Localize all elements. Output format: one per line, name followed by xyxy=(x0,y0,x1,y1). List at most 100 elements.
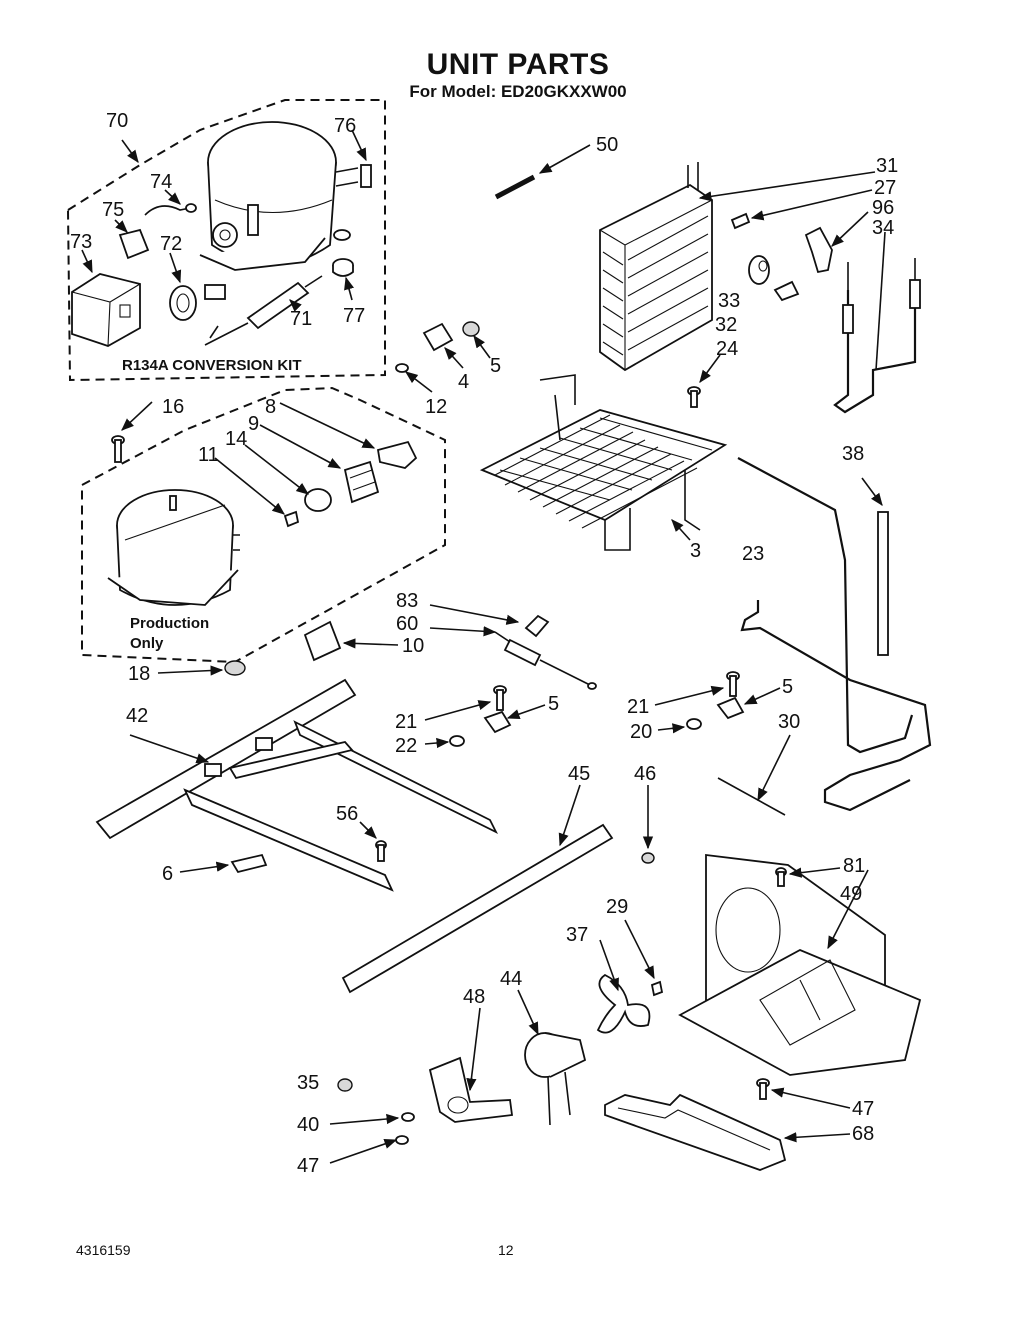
callout-30: 30 xyxy=(778,711,800,733)
page-title: UNIT PARTS xyxy=(426,48,610,81)
part-9-relay xyxy=(343,460,380,504)
callout-4: 4 xyxy=(458,371,469,393)
callout-22: 22 xyxy=(395,735,417,757)
parts-4-5-12 xyxy=(395,321,491,393)
part-76-fitting xyxy=(360,164,372,188)
part-75-relay xyxy=(118,228,150,260)
callout-50: 50 xyxy=(596,134,618,156)
callout-47-right: 47 xyxy=(852,1098,874,1120)
callout-27: 27 xyxy=(874,177,896,199)
callout-6: 6 xyxy=(162,863,173,885)
callout-9: 9 xyxy=(248,413,259,435)
callout-5-left: 5 xyxy=(548,693,559,715)
document-number: 4316159 xyxy=(76,1242,131,1258)
callout-83: 83 xyxy=(396,590,418,612)
callout-42: 42 xyxy=(126,705,148,727)
callout-23: 23 xyxy=(742,543,764,565)
callout-72: 72 xyxy=(160,233,182,255)
callout-20: 20 xyxy=(630,721,652,743)
part-31-evaporator xyxy=(599,162,876,372)
part-68-drain-pan xyxy=(604,1093,851,1171)
callout-68: 68 xyxy=(852,1123,874,1145)
page-number: 12 xyxy=(498,1242,514,1258)
parts-48-35-40-47 xyxy=(329,1007,851,1164)
callout-56: 56 xyxy=(336,803,358,825)
parts-21-22-5-left xyxy=(424,685,546,749)
callout-70: 70 xyxy=(106,110,128,132)
part-50-tube xyxy=(494,144,591,200)
callout-31: 31 xyxy=(876,155,898,177)
callout-48: 48 xyxy=(463,986,485,1008)
part-38-strip xyxy=(861,477,889,656)
callout-74: 74 xyxy=(150,171,172,193)
part-49-bracket xyxy=(678,853,922,1076)
part-3-evaporator xyxy=(479,374,728,551)
part-72-clip xyxy=(169,285,197,321)
part-14-overload xyxy=(304,488,332,512)
part-10-cover xyxy=(303,620,399,662)
callout-47-left: 47 xyxy=(297,1155,319,1177)
callout-81: 81 xyxy=(843,855,865,877)
callout-18: 18 xyxy=(128,663,150,685)
callout-14: 14 xyxy=(225,428,247,450)
parts-37-29-44 xyxy=(517,919,664,1126)
callout-76: 76 xyxy=(334,115,356,137)
callout-44: 44 xyxy=(500,968,522,990)
callout-29: 29 xyxy=(606,896,628,918)
part-42-frame xyxy=(95,678,499,892)
callout-3: 3 xyxy=(690,540,701,562)
parts-56-6 xyxy=(179,821,387,874)
callout-12: 12 xyxy=(425,396,447,418)
callout-numbers: 70 76 74 75 73 72 71 77 50 31 27 96 34 3… xyxy=(70,110,898,1177)
parts-27-96-33-32-24-34 xyxy=(687,189,921,414)
callout-21-right: 21 xyxy=(627,696,649,718)
part-77-grommet xyxy=(332,229,354,277)
callout-21-left: 21 xyxy=(395,711,417,733)
callout-32: 32 xyxy=(715,314,737,336)
production-compressor-group xyxy=(81,386,446,676)
callout-24: 24 xyxy=(716,338,738,360)
callout-46: 46 xyxy=(634,763,656,785)
part-74-wire xyxy=(144,205,191,216)
parts-45-46 xyxy=(341,784,655,994)
callout-8: 8 xyxy=(265,396,276,418)
callout-71: 71 xyxy=(290,308,312,330)
callout-77: 77 xyxy=(343,305,365,327)
model-subtitle: For Model: ED20GKXXW00 xyxy=(409,82,627,101)
callout-75: 75 xyxy=(102,199,124,221)
part-18-grommet xyxy=(224,660,246,676)
part-23-tubing xyxy=(737,457,932,812)
callout-37: 37 xyxy=(566,924,588,946)
kit-compressor xyxy=(199,121,359,271)
callout-38: 38 xyxy=(842,443,864,465)
conversion-kit-label: R134A CONVERSION KIT xyxy=(122,357,301,374)
callout-5: 5 xyxy=(490,355,501,377)
part-71-drier xyxy=(204,275,323,346)
callout-11: 11 xyxy=(198,444,219,466)
callout-35: 35 xyxy=(297,1072,319,1094)
part-30-wire xyxy=(717,734,791,816)
part-16-bolt xyxy=(111,435,125,463)
callout-40: 40 xyxy=(297,1114,319,1136)
parts-21-20-5-right xyxy=(654,671,781,734)
callout-33: 33 xyxy=(718,290,740,312)
part-73-cover xyxy=(71,273,141,347)
parts-83-60 xyxy=(429,604,597,690)
callout-45: 45 xyxy=(568,763,590,785)
production-only-outline xyxy=(81,386,446,664)
callout-73: 73 xyxy=(70,231,92,253)
production-only-line2: Only xyxy=(130,635,164,652)
callout-16: 16 xyxy=(162,396,184,418)
callout-10: 10 xyxy=(402,635,424,657)
conversion-kit-group xyxy=(66,99,386,382)
conversion-kit-outline xyxy=(66,99,386,382)
callout-49: 49 xyxy=(840,883,862,905)
callout-5-right: 5 xyxy=(782,676,793,698)
part-72b-bracket xyxy=(204,284,226,300)
callout-34: 34 xyxy=(872,217,894,239)
callout-96: 96 xyxy=(872,197,894,219)
production-compressor xyxy=(107,489,240,606)
production-only-line1: Production xyxy=(130,615,209,632)
